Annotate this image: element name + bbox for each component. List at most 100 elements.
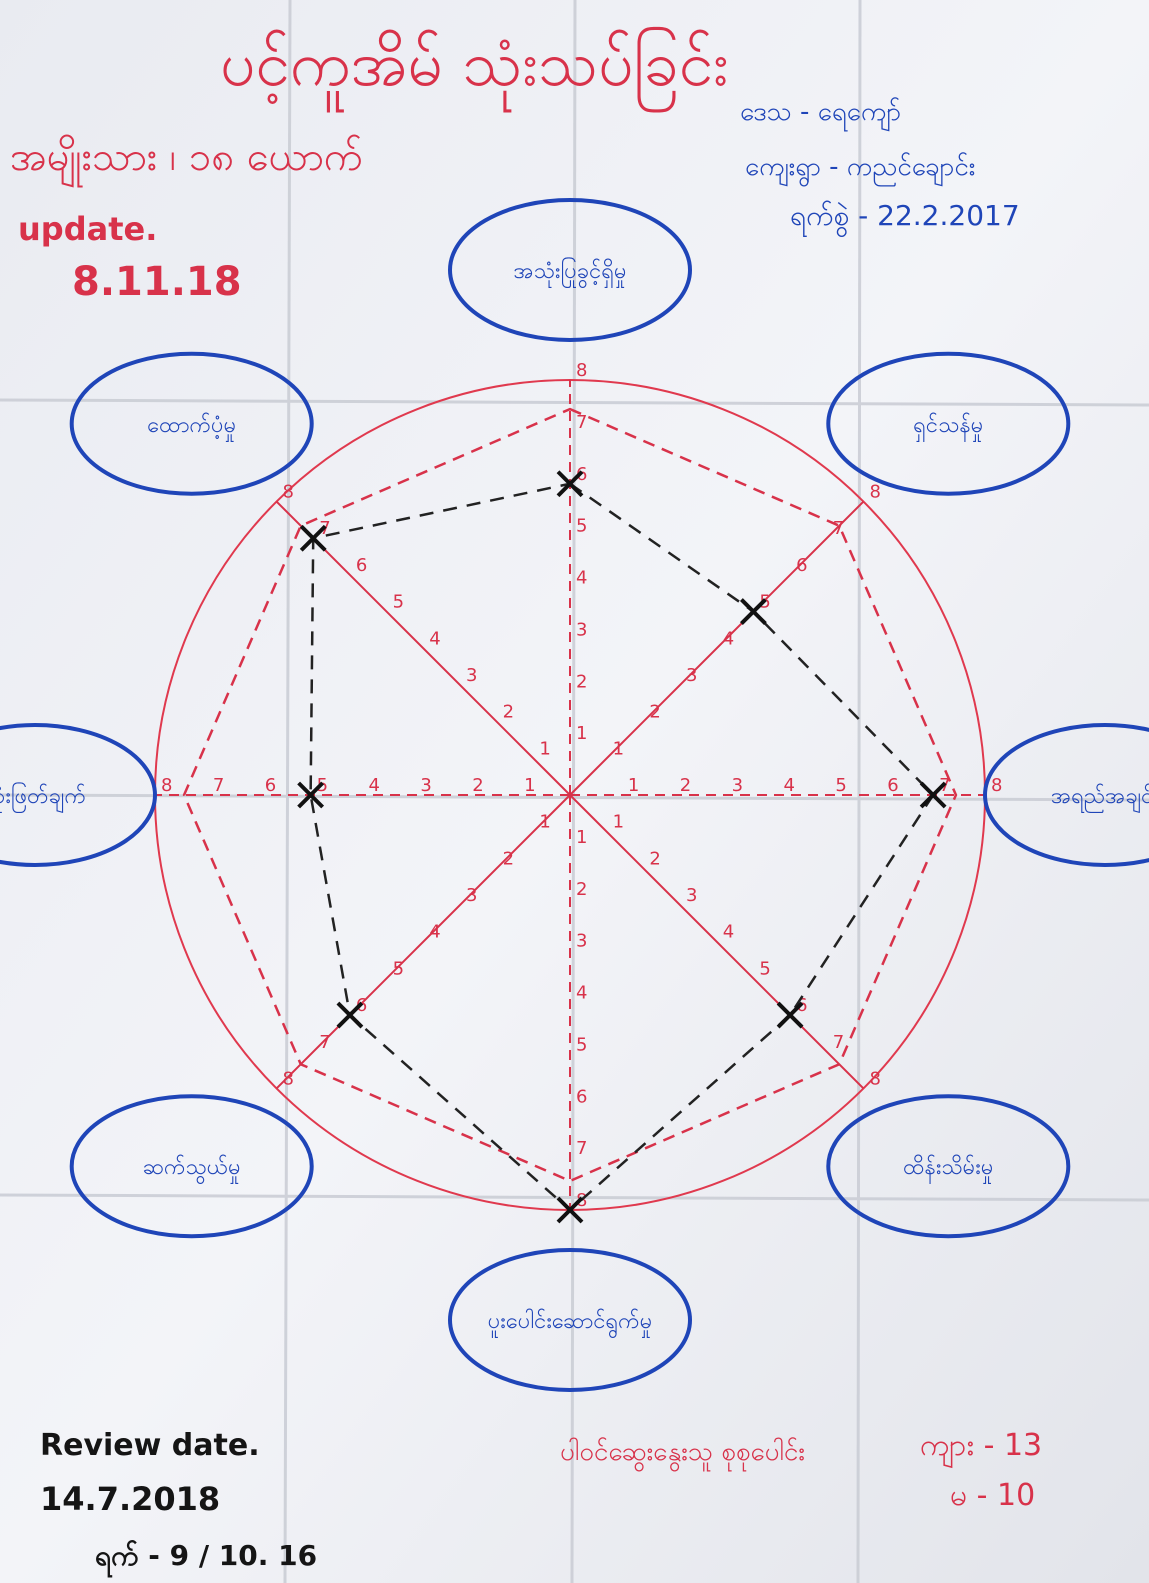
axis-cloud-6: ဆက်သွယ်မှု [69,1094,314,1239]
axis-tick-label: 7 [833,1032,844,1053]
score-marker [556,470,584,498]
axis-label: ဆက်သွယ်မှု [143,1154,241,1185]
axis-tick-label: 3 [466,885,477,906]
axis-tick-label: 4 [576,568,587,589]
axis-label: ပူးပေါင်းဆောင်ရွက်မှု [488,1308,653,1339]
axis-label: အသုံးပြုခွင့်ရှိမှု [513,257,626,289]
axis-tick-label: 4 [429,628,440,649]
axis-tick-label: 3 [732,775,743,796]
axis-cloud-8: ထောက်ပံ့မှု [69,351,314,496]
axis-tick-label: 2 [503,702,514,723]
review-label: Review date. [40,1428,260,1463]
axis-tick-label: 8 [576,360,587,381]
axis-tick-label: 1 [524,775,535,796]
cloud-outline [69,351,314,496]
score-marker [299,524,327,552]
axis-tick-label: 2 [680,775,691,796]
axis-tick-label: 7 [833,518,844,539]
spider-web-diagram: 1 2 3 4 5 6 7 8 1 2 3 4 5 6 7 8 1 2 3 4 5 6 7 8 1 2 3 4 5 6 7 8 1 2 3 4 5 6 7 8… [154,360,1002,1224]
axis-tick-label: 7 [576,1138,587,1159]
participants-male: ကျား - 13 [920,1428,1042,1469]
village-line: ကျေးရွာ - ကညင်ချောင်း [745,151,975,187]
score-marker [297,781,325,809]
axis-label-clouds: အသုံးပြုခွင့်ရှိမှုရှင်သန်မှုအရည်အချင်းထ… [0,198,1149,1392]
axis-tick-label: 3 [686,665,697,686]
axis-tick-label: 5 [393,958,404,979]
axis-tick-label: 2 [503,848,514,869]
axis-tick-label: 7 [213,775,224,796]
axis-tick-label: 5 [835,775,846,796]
axis-cloud-3: အရည်အချင်း [983,723,1149,867]
axis-line [569,500,865,796]
axis-tick-label: 5 [393,592,404,613]
score-marker [776,1001,804,1029]
axis-tick-label: 2 [576,671,587,692]
update-label: update. [18,210,157,248]
axis-tick-label: 6 [887,775,898,796]
axis-label: ထောက်ပံ့မှု [147,412,236,442]
review-date: 14.7.2018 [40,1480,220,1518]
axis-cloud-1: အသုံးပြုခွင့်ရှိမှု [448,198,692,342]
score-marker [919,781,947,809]
chart-title: ပင့်ကူအိမ် သုံးသပ်ခြင်း [220,26,729,112]
cloud-outline [69,1094,314,1239]
axis-tick-label: 8 [991,775,1002,796]
axis-tick-label: 1 [576,827,587,848]
axis-tick-label: 7 [576,412,587,433]
axis-tick-label: 4 [429,922,440,943]
axis-line [275,500,571,796]
axis-tick-label: 3 [686,885,697,906]
score-marker [336,1001,364,1029]
axis-tick-label: 2 [472,775,483,796]
cloud-outline [448,1248,692,1392]
axis-tick-label: 1 [628,775,639,796]
score-marker [556,1196,584,1224]
axis-tick-label: 8 [869,1068,880,1089]
axis-cloud-2: ရှင်သန်မှု [826,351,1071,496]
axis-line [569,794,865,1090]
axis-line [275,794,571,1090]
axis-cloud-7: ဆုံးဖြတ်ချက် [0,723,157,867]
axis-tick-label: 4 [576,983,587,1004]
participants-female: မ - 10 [950,1478,1035,1513]
axis-tick-label: 5 [576,516,587,537]
axis-tick-label: 6 [356,555,367,576]
axis-tick-label: 2 [576,879,587,900]
axis-tick-label: 3 [466,665,477,686]
axis-tick-label: 4 [369,775,380,796]
participants-note: အမျိုးသား ၊ ၁၈ ယောက် [10,134,363,188]
axis-tick-label: 5 [759,958,770,979]
axis-tick-label: 6 [265,775,276,796]
update-date: 8.11.18 [72,259,242,305]
region-line: ဒေသ - ရေကျော် [740,96,901,132]
axis-tick-label: 8 [283,1068,294,1089]
axis-tick-label: 5 [576,1034,587,1055]
axis-tick-label: 3 [576,619,587,640]
axis-label: ဆုံးဖြတ်ချက် [0,782,86,813]
axis-tick-label: 4 [723,628,734,649]
axis-tick-label: 2 [649,702,660,723]
participants-total-label: ပါဝင်ဆွေးနွေးသူ စုစုပေါင်း [560,1436,805,1472]
axis-tick-label: 1 [613,812,624,833]
axis-tick-label: 3 [420,775,431,796]
axis-tick-label: 1 [576,723,587,744]
axis-label: ထိန်းသိမ်းမှု [903,1154,993,1184]
axis-tick-label: 1 [613,738,624,759]
axis-label: အရည်အချင်း [1051,783,1149,813]
axis-tick-label: 4 [784,775,795,796]
cloud-outline [0,723,157,867]
cloud-outline [448,198,692,342]
cloud-outline [826,1094,1071,1239]
axis-tick-label: 6 [796,555,807,576]
reference-polygon [182,407,958,1183]
axis-label: ရှင်သန်မှု [913,412,983,443]
cloud-outline [983,723,1149,867]
axis-tick-label: 6 [576,1086,587,1107]
axis-tick-label: 1 [539,738,550,759]
axis-cloud-5: ပူးပေါင်းဆောင်ရွက်မှု [448,1248,692,1392]
axis-tick-label: 8 [161,775,172,796]
cloud-outline [826,351,1071,496]
axis-tick-label: 4 [723,922,734,943]
